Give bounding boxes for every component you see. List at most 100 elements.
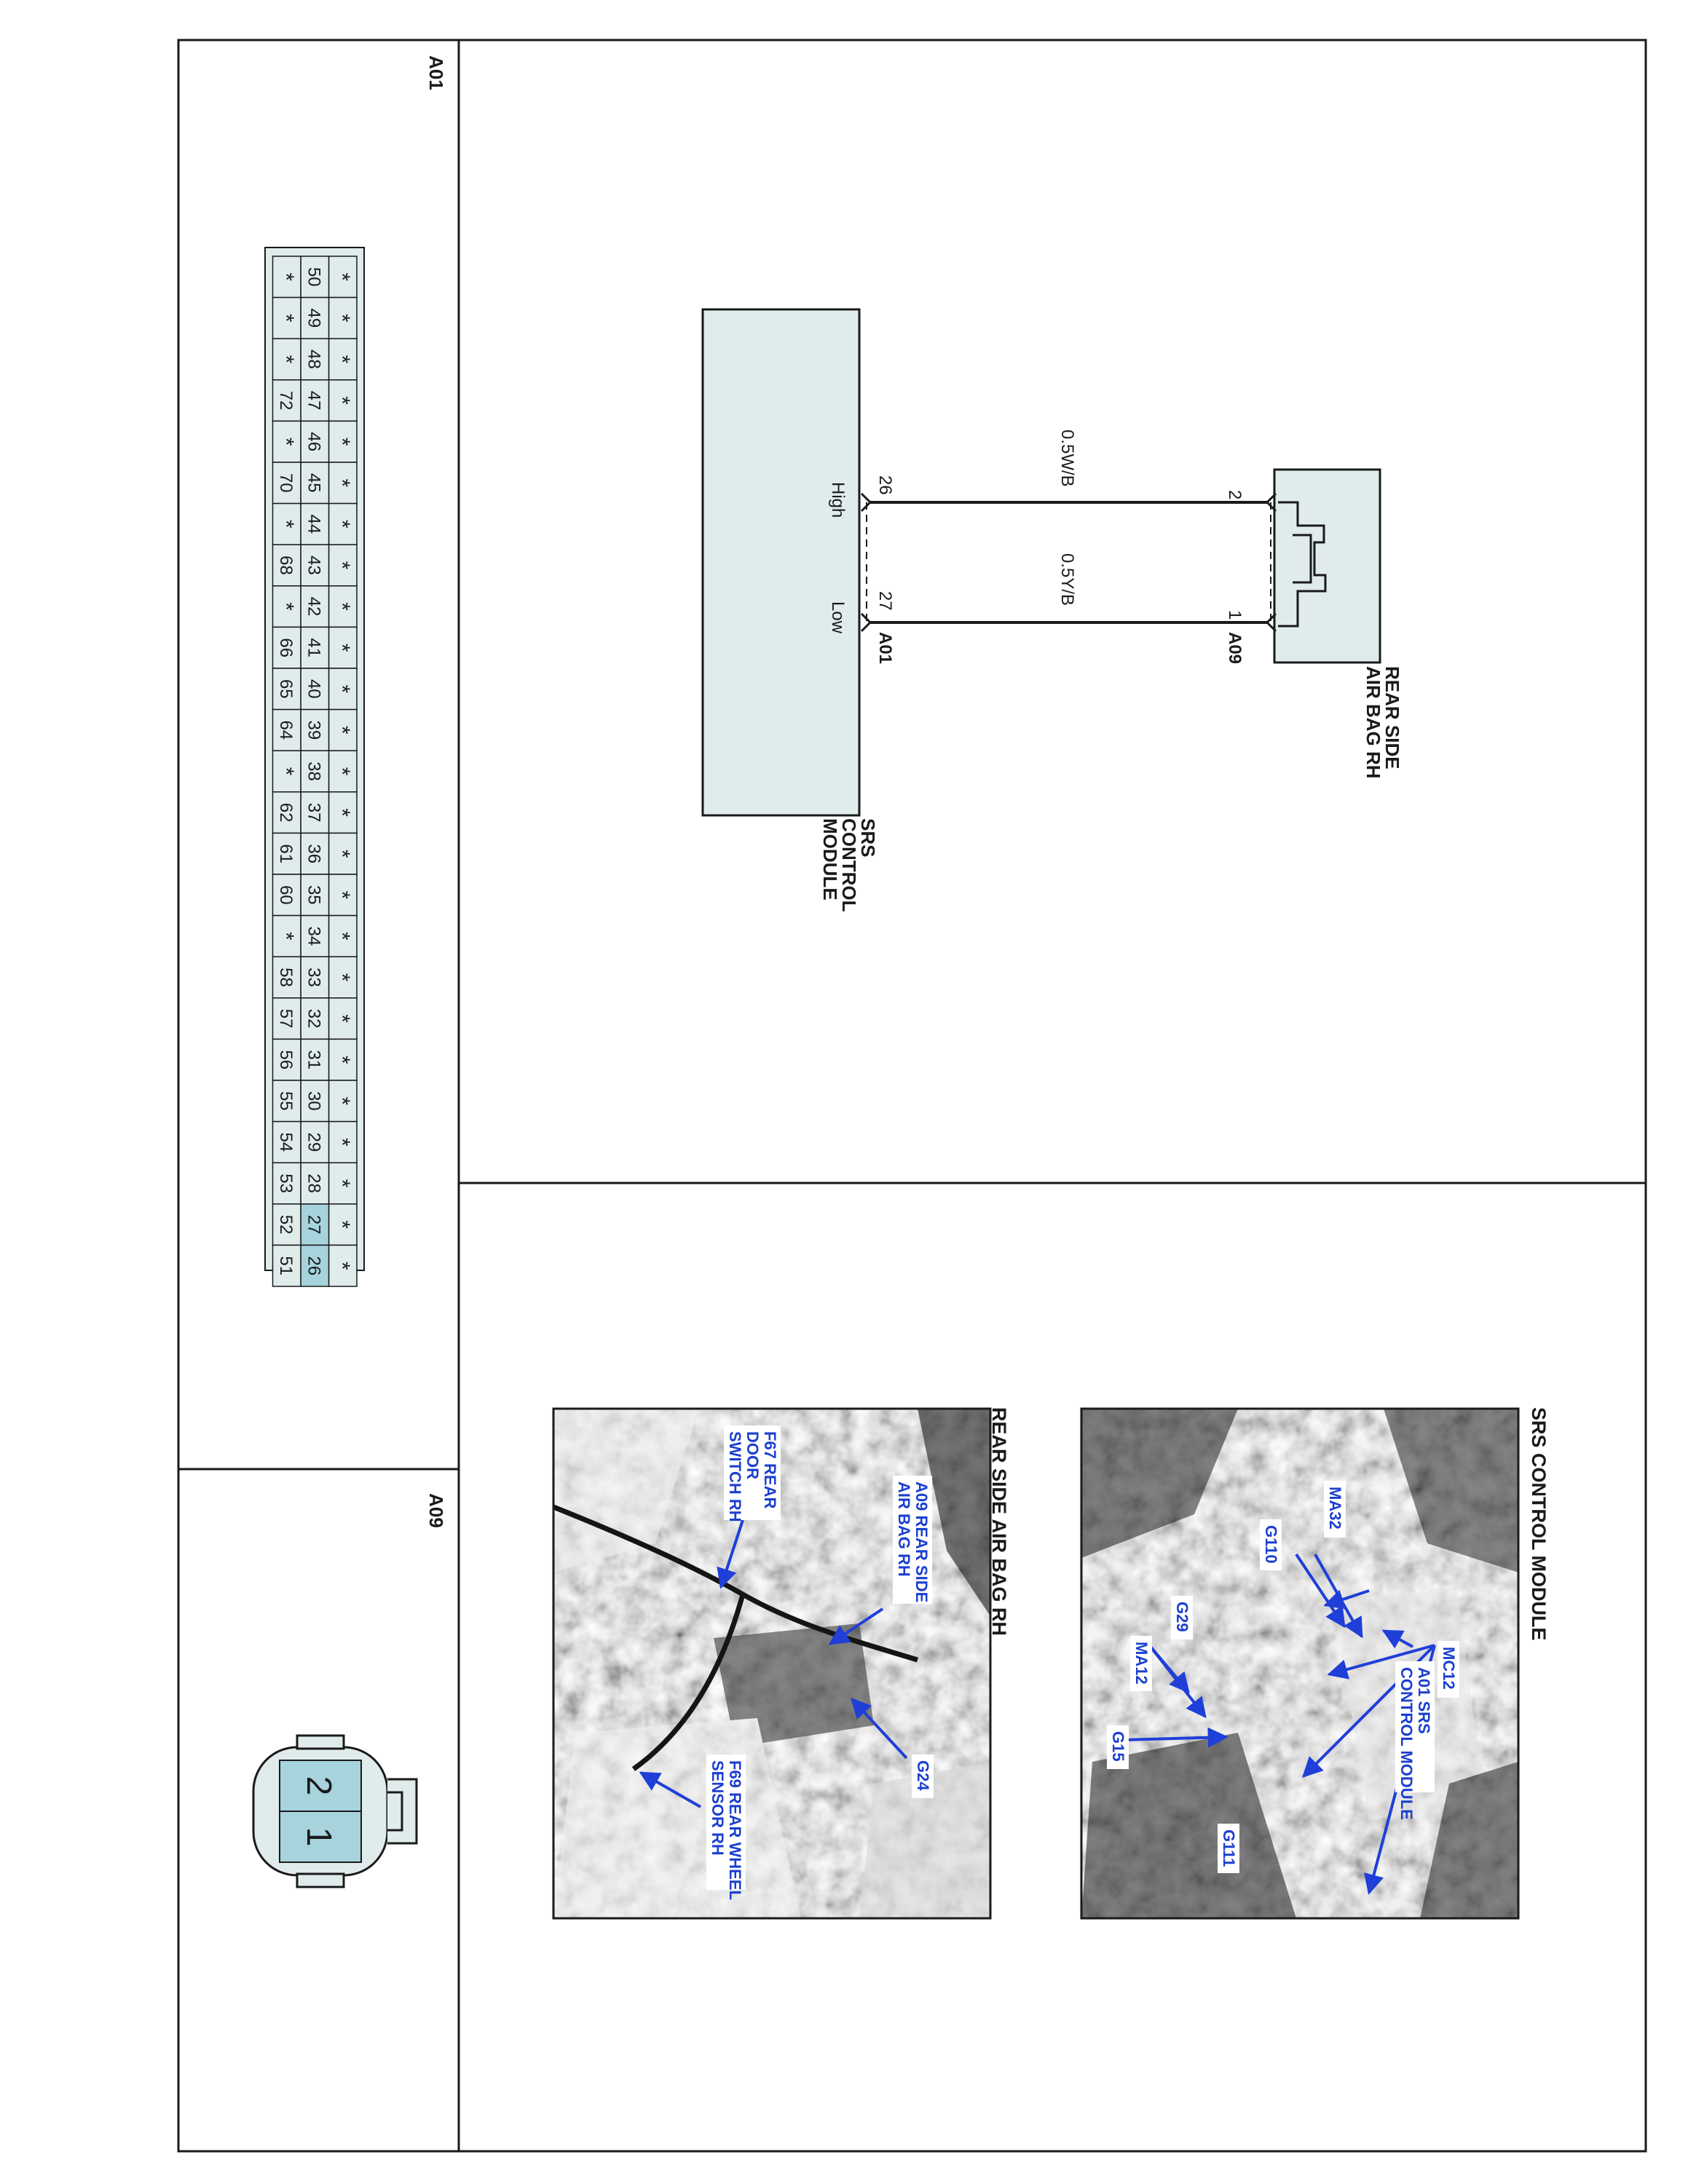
a01-pin-label: * bbox=[330, 272, 354, 281]
a01-pin-label: 35 bbox=[304, 885, 323, 905]
a01-pin-label: 42 bbox=[304, 597, 323, 617]
a01-pin-label: * bbox=[330, 1096, 354, 1105]
connector-a09-shroud-left bbox=[296, 1734, 345, 1750]
squib-icon bbox=[1278, 501, 1327, 628]
a01-pin-label: * bbox=[330, 438, 354, 446]
a01-pin-label: 50 bbox=[304, 267, 323, 287]
a01-pin-label: * bbox=[330, 932, 354, 941]
connector-a01-panel: A01 *************************50494847464… bbox=[264, 55, 447, 1287]
srs-module-box bbox=[701, 308, 861, 817]
photo-airbag-arrows bbox=[639, 1519, 908, 1808]
a01-pin-label: 33 bbox=[304, 968, 323, 987]
a01-pin-label: * bbox=[274, 272, 298, 281]
callout-a09-line-1: A09 REAR SIDE bbox=[912, 1481, 931, 1602]
callout-ma32: MA32 bbox=[1324, 1481, 1346, 1538]
callout-a01-line-1: A01 SRS bbox=[1415, 1667, 1433, 1734]
connector-a09-shroud-right bbox=[296, 1872, 345, 1888]
a01-pin-label: 60 bbox=[276, 885, 296, 905]
a01-pin-label: 29 bbox=[304, 1133, 323, 1152]
callout-ma12-text: MA12 bbox=[1132, 1642, 1151, 1685]
a01-pin-label: * bbox=[330, 1014, 354, 1023]
photo-panel-srs-control-module: SRS CONTROL MODULE MC12 bbox=[1080, 1407, 1550, 1920]
a01-pin-label: * bbox=[274, 355, 298, 364]
photo-panel-rear-side-air-bag-rh: REAR SIDE AIR BAG RH F67 REAR DOOR SWITC… bbox=[552, 1407, 1010, 1920]
a01-pin-label: 41 bbox=[304, 638, 323, 657]
a01-pin-label: * bbox=[330, 767, 354, 776]
a01-pin-label: * bbox=[274, 314, 298, 323]
a01-pin-label: 30 bbox=[304, 1091, 323, 1111]
airbag-component-box bbox=[1273, 468, 1381, 664]
a01-pin-label: * bbox=[330, 561, 354, 570]
a01-pin-label: * bbox=[330, 890, 354, 899]
callout-f67-line-1: F67 REAR bbox=[761, 1431, 779, 1508]
a01-pin-label: * bbox=[274, 767, 298, 776]
a01-pin-label: 51 bbox=[276, 1256, 296, 1275]
srs-module-label-line-2: CONTROL bbox=[838, 818, 860, 912]
a01-pin-label: 38 bbox=[304, 761, 323, 781]
a01-pin-label: 37 bbox=[304, 803, 323, 823]
a01-pin-label: 52 bbox=[276, 1215, 296, 1235]
connector-a09-panel: A09 2 1 bbox=[252, 1493, 447, 1888]
a09-terminal-2 bbox=[1266, 492, 1277, 513]
a01-pin-label: 43 bbox=[304, 555, 323, 575]
a01-pin-label: 65 bbox=[276, 679, 296, 699]
callout-f67-line-3: SWITCH RH bbox=[726, 1431, 744, 1522]
wire-label-0-5y-b: 0.5Y/B bbox=[1057, 553, 1077, 606]
a01-pin-label: * bbox=[330, 1262, 354, 1270]
photo-srs-shading bbox=[1081, 1409, 1518, 1918]
callout-g15: G15 bbox=[1107, 1725, 1129, 1769]
a01-pin-label: * bbox=[330, 1056, 354, 1064]
callout-g29-text: G29 bbox=[1173, 1602, 1191, 1632]
squib-icon-inner bbox=[1293, 534, 1312, 584]
photo-airbag-harness bbox=[552, 1504, 919, 1771]
callout-f69-line-1: F69 REAR WHEEL bbox=[726, 1760, 744, 1900]
a01-pin-label: * bbox=[330, 973, 354, 982]
a01-pin-label: 48 bbox=[304, 349, 323, 369]
a01-pin-label: * bbox=[330, 644, 354, 652]
wire-label-0-5w-b: 0.5W/B bbox=[1057, 430, 1077, 487]
callout-g24: G24 bbox=[912, 1754, 934, 1798]
a01-pin-label: 66 bbox=[276, 638, 296, 657]
callout-a09-line-2: AIR BAG RH bbox=[895, 1481, 913, 1577]
a09-pin-2-label: 2 bbox=[1225, 490, 1245, 499]
a01-pin-label: 70 bbox=[276, 473, 296, 493]
a01-pin-label: 55 bbox=[276, 1091, 296, 1111]
connector-a09-title: A09 bbox=[425, 1493, 447, 1528]
photo-title-srs: SRS CONTROL MODULE bbox=[1528, 1407, 1550, 1641]
callout-f67-line-2: DOOR bbox=[744, 1431, 762, 1479]
srs-module-label: SRS CONTROL MODULE bbox=[819, 818, 879, 912]
a01-pin-label: 72 bbox=[276, 391, 296, 411]
a01-pin-label: * bbox=[274, 932, 298, 941]
a01-pin-label: * bbox=[330, 1179, 354, 1188]
callout-g110-text: G110 bbox=[1262, 1525, 1280, 1564]
callout-mc12: MC12 bbox=[1437, 1641, 1459, 1698]
a01-connector-id: A01 bbox=[875, 632, 895, 664]
a01-pin-label: 27 bbox=[304, 1215, 323, 1235]
a01-pin-label: 39 bbox=[304, 721, 323, 740]
callout-a09-rear-side-air-bag-rh: A09 REAR SIDE AIR BAG RH bbox=[893, 1476, 932, 1604]
callout-g111-text: G111 bbox=[1220, 1829, 1238, 1867]
srs-module-label-line-3: MODULE bbox=[819, 818, 841, 901]
connector-a01-pin-table: *************************504948474645444… bbox=[272, 256, 358, 1287]
airbag-label-line-2: AIR BAG RH bbox=[1362, 666, 1384, 779]
a01-terminal-26 bbox=[860, 492, 872, 513]
a01-pin-label: 45 bbox=[304, 473, 323, 493]
a01-pin-label: * bbox=[330, 602, 354, 611]
a01-pin-label: 32 bbox=[304, 1009, 323, 1029]
connector-a09-pin-cell-1 bbox=[279, 1811, 362, 1863]
a01-pin-label: 49 bbox=[304, 309, 323, 328]
callout-a01-line-2: CONTROL MODULE bbox=[1397, 1667, 1416, 1820]
a01-pin-label: 68 bbox=[276, 555, 296, 575]
page-frame bbox=[177, 39, 1647, 2153]
a01-terminal-27 bbox=[860, 612, 872, 633]
a01-pin-label: * bbox=[330, 726, 354, 735]
callout-f67-rear-door-switch-rh: F67 REAR DOOR SWITCH RH bbox=[724, 1425, 781, 1522]
a01-pin-label: 57 bbox=[276, 1009, 296, 1029]
connector-a09-pin-2: 2 bbox=[299, 1776, 338, 1796]
a01-pin-label: 54 bbox=[276, 1133, 296, 1152]
a01-pin-label: * bbox=[274, 438, 298, 446]
a01-pin-label: * bbox=[330, 808, 354, 817]
a01-pin-label: 31 bbox=[304, 1050, 323, 1069]
callout-f69-line-2: SENSOR RH bbox=[709, 1760, 727, 1856]
